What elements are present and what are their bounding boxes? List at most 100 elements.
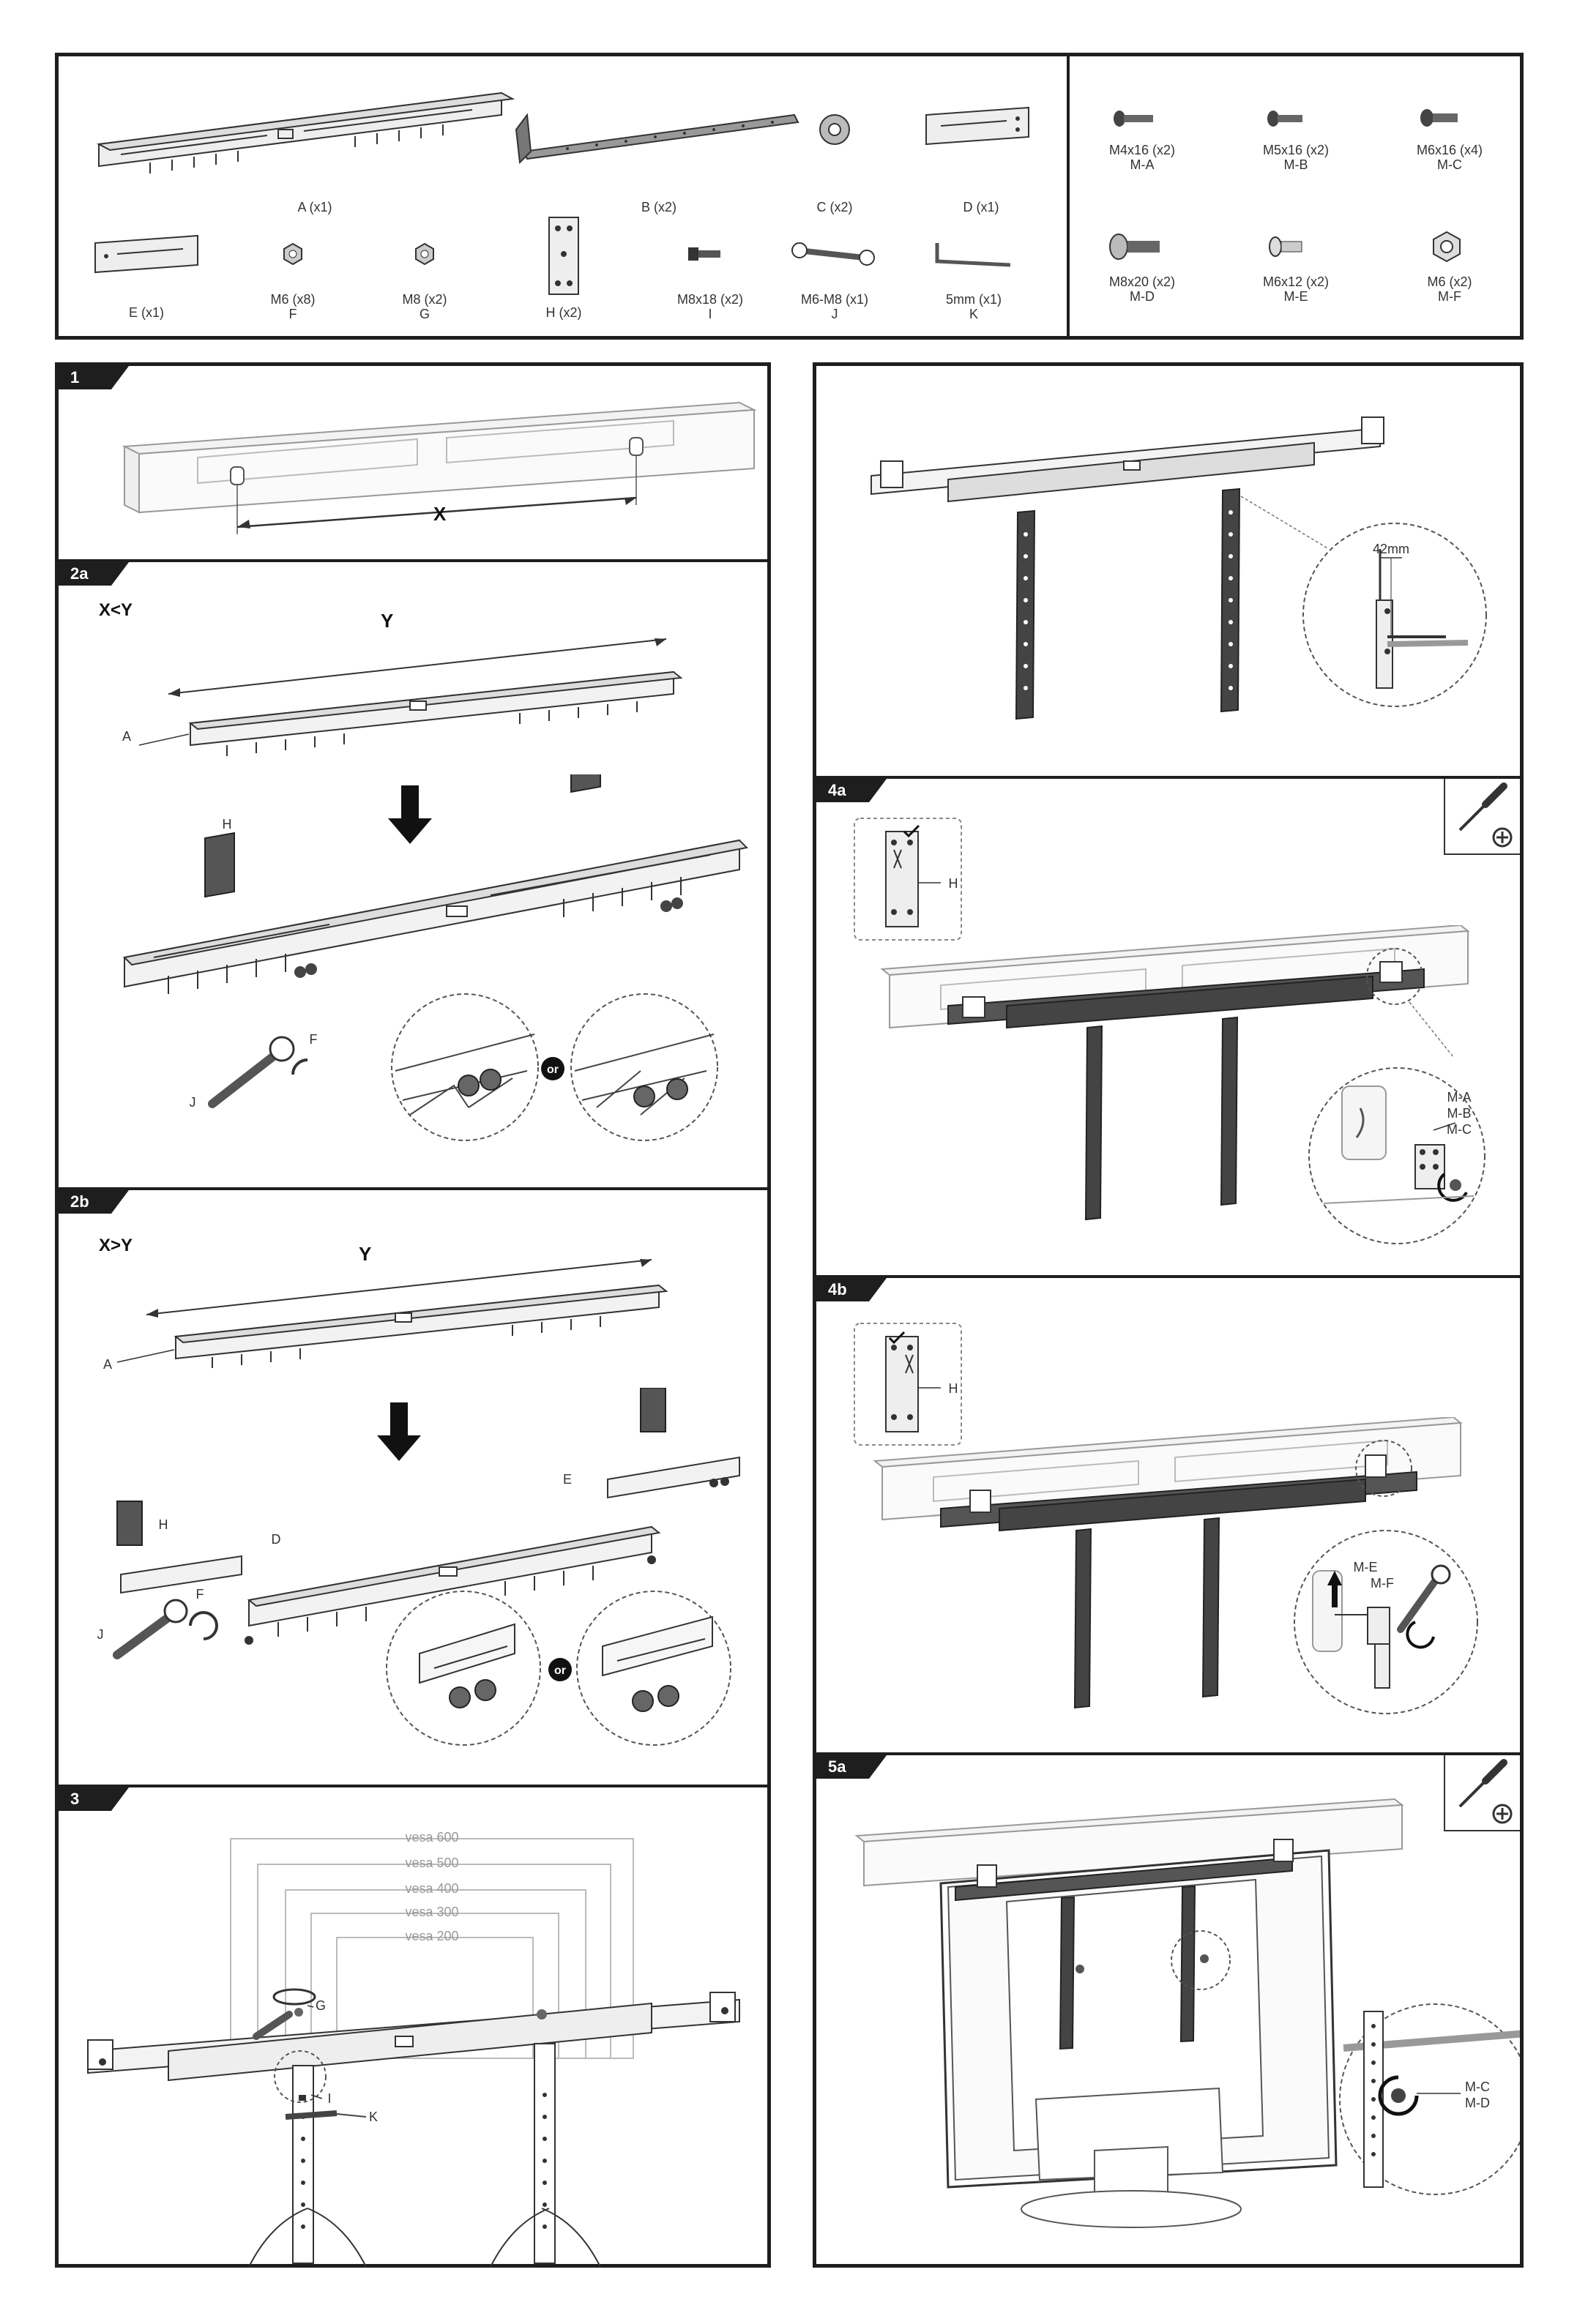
label-f: F	[309, 1032, 318, 1047]
part-c-illustration	[819, 114, 850, 145]
screwdriver-tool-box	[1444, 1755, 1520, 1831]
vesa-200-label: vesa 200	[405, 1929, 459, 1943]
label-k: K	[368, 2110, 378, 2124]
vesa-400-label: vesa 400	[405, 1881, 459, 1896]
wrench-icon	[113, 1599, 218, 1659]
label-mf: M-F	[1371, 1576, 1394, 1591]
screw-mf-label: M6 (x2)M-F	[1427, 274, 1472, 304]
step-1-badge: 1	[59, 366, 129, 389]
screw-md-icon	[1109, 233, 1160, 260]
part-b-label: B (x2)	[641, 200, 676, 214]
part-k-hex-key-icon	[935, 243, 1011, 267]
detail-circle-right	[576, 1591, 731, 1746]
bracket-a-illustration	[116, 1259, 668, 1368]
measure-42mm-label: 42mm	[1372, 542, 1409, 556]
dim-x-label: X	[433, 503, 447, 525]
part-a-label: A (x1)	[297, 200, 332, 214]
step-5a-badge: 5a	[816, 1755, 887, 1779]
part-e-label: E (x1)	[128, 305, 164, 320]
screw-me-label: M6x12 (x2)M-E	[1262, 274, 1330, 304]
label-mc: M-C	[1465, 2080, 1490, 2094]
part-f-label: M6 (x8)F	[270, 292, 316, 321]
bracket-assembly-extended	[116, 1388, 740, 1645]
condition-xy-label: X>Y	[99, 1236, 133, 1255]
part-c-label: C (x2)	[816, 200, 853, 214]
part-j-label: M6-M8 (x1)J	[800, 292, 868, 321]
soundbar-with-bracket-illustration	[880, 925, 1470, 1221]
label-a: A	[102, 1357, 112, 1372]
wrench-icon	[208, 1036, 307, 1108]
label-e: E	[562, 1472, 572, 1487]
screw-mb-icon	[1267, 111, 1302, 127]
screw-ma-icon	[1114, 111, 1153, 127]
vesa-diagram	[87, 1838, 740, 2267]
label-f: F	[195, 1587, 204, 1602]
screw-md-label: M8x20 (x2)M-D	[1108, 274, 1176, 304]
screw-mc-label: M6x16 (x4)M-C	[1416, 143, 1483, 172]
parts-list-panel: A (x1) B (x2) C (x2) D (x1) E (x1) M6 (x…	[55, 53, 1524, 340]
step-2a-panel: 2a X<Y Y A	[59, 559, 767, 1187]
arrow-down-icon	[377, 1402, 421, 1461]
condition-xy-label: X<Y	[99, 600, 133, 620]
part-b-illustration	[515, 113, 799, 165]
label-mb: M-B	[1447, 1106, 1472, 1121]
screwdriver-tool-box	[1444, 779, 1520, 855]
screw-ma-label: M4x16 (x2)M-A	[1108, 143, 1176, 172]
part-h-plate-illustration	[548, 217, 579, 295]
soundbar-with-bracket-illustration	[873, 1417, 1463, 1709]
detail-circle-screw	[1308, 1067, 1485, 1244]
phillips-screwdriver-icon	[1458, 782, 1513, 848]
part-i-label: M8x18 (x2)I	[676, 292, 744, 321]
bracket-a-illustration	[138, 638, 683, 756]
part-a-illustration	[96, 91, 515, 173]
screw-me-icon	[1269, 236, 1302, 257]
part-g-label: M8 (x2)G	[402, 292, 447, 321]
step-4a-badge: 4a	[816, 779, 887, 802]
part-j-wrench-icon	[791, 242, 875, 266]
label-mc: M-C	[1447, 1122, 1472, 1137]
part-f-nut-icon	[283, 242, 302, 266]
arrow-down-icon	[388, 785, 432, 844]
step-5a-panel: 5a	[816, 1752, 1520, 2264]
dim-y-label: Y	[381, 610, 394, 632]
soundbar-illustration	[122, 401, 757, 534]
bracket-with-arms-illustration	[870, 416, 1487, 720]
or-label: or	[554, 1664, 566, 1677]
part-g-nut-icon	[415, 242, 434, 266]
part-k-label: 5mm (x1)K	[946, 292, 1002, 321]
step-2a-badge: 2a	[59, 562, 129, 586]
dim-y-label: Y	[359, 1243, 372, 1265]
label-g: G	[315, 1998, 326, 2013]
step-2b-badge: 2b	[59, 1190, 129, 1214]
detail-circle-adjust	[1294, 1530, 1478, 1714]
detail-circle-left	[391, 993, 539, 1141]
left-column: 1 X 2a X<Y	[55, 362, 771, 2268]
step-3-continued-panel: 42mm	[816, 366, 1520, 776]
parts-divider	[1067, 56, 1070, 336]
vesa-500-label: vesa 500	[405, 1856, 459, 1870]
step-1-panel: 1 X	[59, 366, 767, 559]
step-3-panel: 3	[59, 1785, 767, 2267]
vesa-600-label: vesa 600	[405, 1830, 459, 1845]
label-h: H	[222, 817, 232, 832]
label-me: M-E	[1353, 1560, 1378, 1574]
screw-mf-nut-icon	[1433, 231, 1461, 263]
detail-circle-right	[570, 993, 718, 1141]
part-d-label: D (x1)	[963, 200, 999, 214]
vesa-300-label: vesa 300	[405, 1905, 459, 1919]
right-column: 42mm 4a H	[813, 362, 1524, 2268]
screw-mb-label: M5x16 (x2)M-B	[1262, 143, 1330, 172]
bracket-a-with-h-illustration	[122, 774, 749, 994]
label-ma: M-A	[1447, 1090, 1472, 1105]
part-i-bolt-icon	[688, 247, 720, 261]
label-j: J	[189, 1095, 196, 1110]
part-d-illustration	[925, 106, 1029, 146]
or-label: or	[547, 1064, 559, 1076]
part-h-label: H (x2)	[545, 305, 582, 320]
or-icon: or	[541, 1057, 564, 1080]
screw-mc-icon	[1420, 109, 1458, 127]
label-h: H	[158, 1517, 168, 1532]
plate-h-orientation-box	[854, 818, 962, 941]
step-4b-badge: 4b	[816, 1278, 887, 1301]
step-4b-panel: 4b H	[816, 1275, 1520, 1752]
